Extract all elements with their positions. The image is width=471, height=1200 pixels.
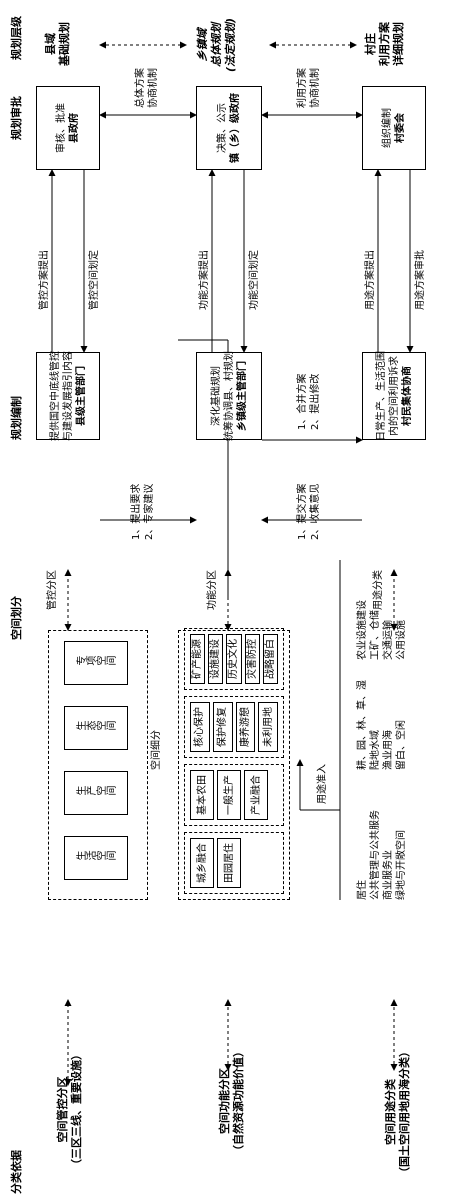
use-column-1: 居住 公共管理与公共服务 商业服务业 绿地与开敞空间 — [357, 810, 407, 900]
label-control-zone: 管控分区 — [47, 570, 58, 610]
function-item: 保护修复 — [212, 702, 233, 752]
function-item: 未利用地 — [258, 702, 278, 752]
level-county: 县域 基础规划 — [44, 22, 71, 66]
function-item: 基本农田 — [190, 770, 214, 820]
column-header-division: 空间划分 — [10, 596, 23, 640]
function-item: 城乡融合 — [190, 838, 214, 888]
label-town-down: 功能空间划定 — [249, 250, 260, 310]
function-groups: 城乡融合田园居住基本农田一般生产产业融合 核心保护保护修复康养游憩未利用地 矿产能源… — [178, 628, 290, 900]
space-box-living: 生活空间 — [64, 836, 128, 880]
compile-town-box: 深化基础规划 统筹协调县、村规划 乡镇级主管部门 — [196, 351, 262, 441]
compile-county-box: 提供国空中底线管控 与建设发展指引内容 县级主管部门 — [36, 351, 100, 441]
function-item: 历史文化 — [226, 634, 242, 684]
space-box-ecology: 生态空间 — [64, 706, 128, 750]
column-header-level: 规划层级 — [10, 16, 23, 60]
approve-village-box: 组织编制 村委会 — [362, 86, 426, 170]
use-column-2: 耕、园、林、草、湿 陆地水域 渔业用海 留白、空闲 — [357, 680, 407, 770]
function-item: 矿产能源 — [190, 634, 206, 684]
function-item: 战略留白 — [262, 634, 278, 684]
basis-use: 空间用途分类 （国土空间用地用海分类） — [384, 1046, 411, 1178]
level-village: 村庄 利用方案 详细规划 — [364, 22, 405, 66]
space-box-production: 生产空间 — [64, 771, 128, 815]
basis-function: 空间功能分区 （自然资源功能价值） — [218, 1046, 245, 1156]
refine-label: 空间细分 — [151, 730, 162, 770]
town-village-mechanism: 利用方案 协商机制 — [297, 68, 321, 108]
label-village-down: 用途方案审批 — [415, 250, 426, 310]
access-label: 用途准入 — [317, 764, 328, 804]
label-county-up: 管控方案提出 — [39, 250, 50, 310]
approve-town-box: 决策、公示 镇（乡）级政府 — [196, 86, 262, 170]
function-item: 设施建设 — [208, 634, 224, 684]
label-function-zone: 功能分区 — [207, 570, 218, 610]
label-use-class: 用途分类 — [373, 570, 384, 610]
basis-control: 空间管控分区 （三区三线、重要设施） — [56, 1049, 83, 1170]
column-header-compile: 规划编制 — [10, 396, 23, 440]
function-item: 核心保护 — [190, 702, 210, 752]
label-town-up: 功能方案提出 — [199, 250, 210, 310]
label-village-up: 用途方案提出 — [365, 250, 376, 310]
function-item: 田园居住 — [217, 838, 241, 888]
town-to-village-notes: 1、合并方案 2、提出修改 — [297, 373, 321, 430]
level-town: 乡镇域 总体规划 (法定规划) — [196, 17, 237, 72]
village-to-town-notes: 1、提交方案 2、收集意见 — [297, 483, 321, 540]
compile-village-box: 日常生产、生活范围 内的空间利用诉求 村民集体协商 — [362, 351, 426, 441]
function-item: 产业融合 — [244, 770, 268, 820]
function-item: 康养游憩 — [235, 702, 256, 752]
county-to-town-notes: 1、提出要求 2、专家建议 — [131, 483, 155, 540]
space-box-special: 专项空间 — [64, 641, 128, 685]
column-header-approve: 规划审批 — [10, 96, 23, 140]
column-header-basis: 分类依据 — [10, 1150, 23, 1194]
function-item: 一般生产 — [217, 770, 241, 820]
function-item: 灾害防控 — [244, 634, 260, 684]
label-county-down: 管控空间划定 — [89, 250, 100, 310]
county-town-mechanism: 总体方案 协商机制 — [135, 68, 159, 108]
approve-county-box: 审核、批准 县政府 — [36, 86, 100, 170]
